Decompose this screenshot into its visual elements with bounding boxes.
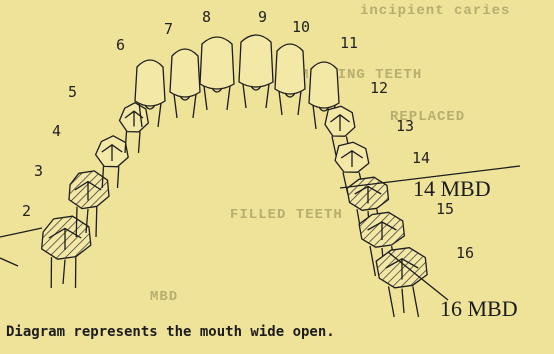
tooth-crown [309,62,339,108]
tooth-number-7: 7 [164,20,173,38]
tooth-crown [170,49,200,97]
tooth-number-14: 14 [412,149,430,167]
annotation-line-2 [0,228,42,237]
tooth-crown [135,60,165,106]
tooth-number-15: 15 [436,200,454,218]
tooth-crown [200,37,234,89]
tooth-number-12: 12 [370,79,388,97]
annotation-14-mbd: 14 MBD [413,176,491,201]
tooth-number-3: 3 [34,162,43,180]
tooth-number-6: 6 [116,36,125,54]
tooth-number-11: 11 [340,34,358,52]
tooth-16 [376,248,427,317]
tooth-number-4: 4 [52,122,61,140]
annotation-line-1 [0,258,18,266]
tooth-number-10: 10 [292,18,310,36]
tooth-7 [170,49,200,118]
tooth-crown [275,44,305,94]
tooth-root [389,286,419,317]
bleed-text-4: FILLED TEETH [230,207,343,223]
tooth-root [51,257,76,288]
diagram-caption: Diagram represents the mouth wide open. [6,324,335,340]
tooth-number-9: 9 [258,8,267,26]
bleed-text-5: MBD [150,289,178,305]
tooth-crown [239,35,273,87]
tooth-number-2: 2 [22,202,31,220]
annotation-16-mbd: 16 MBD [440,296,518,321]
tooth-number-5: 5 [68,83,77,101]
tooth-2 [42,216,91,288]
tooth-10 [275,44,305,115]
tooth-number-8: 8 [202,8,211,26]
tooth-number-13: 13 [396,117,414,135]
bleed-text-1: incipient caries [360,3,510,19]
tooth-number-16: 16 [456,244,474,262]
tooth-9 [239,35,273,108]
tooth-8 [200,37,234,110]
